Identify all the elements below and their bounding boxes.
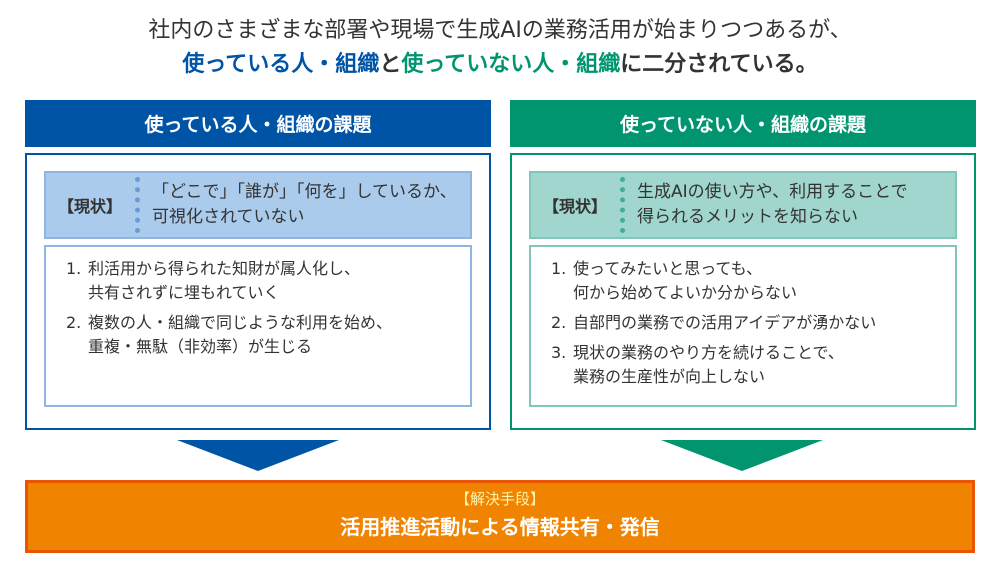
item-number: 2. <box>551 313 567 332</box>
item-number: 1. <box>551 259 567 278</box>
dotted-divider <box>620 177 625 233</box>
item-line: 業務の生産性が向上しない <box>573 367 766 386</box>
down-arrow-blue-icon <box>177 440 339 471</box>
solution-box: 【解決手段】 活用推進活動による情報共有・発信 <box>25 480 975 553</box>
item-line: 重複・無駄（非効率）が生じる <box>88 337 313 356</box>
item-line: 何から始めてよいか分からない <box>573 283 798 302</box>
solution-tag: 【解決手段】 <box>454 490 545 508</box>
status-text: 「どこで」「誰が」「何を」しているか、可視化されていない <box>152 180 457 230</box>
headline-end: に二分されている。 <box>620 52 818 77</box>
item-number: 2. <box>66 313 82 332</box>
list-item: 2. 自部門の業務での活用アイデアが湧かない <box>551 311 937 335</box>
headline: 社内のさまざまな部署や現場で生成AIの業務活用が始まりつつあるが、 使っている人… <box>0 14 1000 82</box>
status-text: 生成AIの使い方や、利用することで得られるメリットを知らない <box>637 180 908 230</box>
item-line: 使ってみたいと思っても、 <box>573 259 763 278</box>
item-number: 1. <box>66 259 82 278</box>
nonusers-title: 使っていない人・組織の課題 <box>510 100 976 147</box>
status-line: 可視化されていない <box>152 207 305 227</box>
status-tag: 【現状】 <box>58 197 123 216</box>
nonusers-issue-list: 1. 使ってみたいと思っても、何から始めてよいか分からない 2. 自部門の業務での活… <box>529 245 957 407</box>
headline-line2: 使っている人・組織と使っていない人・組織に二分されている。 <box>0 48 1000 82</box>
users-status: 【現状】 「どこで」「誰が」「何を」しているか、可視化されていない <box>44 171 472 239</box>
users-frame: 【現状】 「どこで」「誰が」「何を」しているか、可視化されていない 1. 利活用か… <box>25 153 491 430</box>
list-item: 2. 複数の人・組織で同じような利用を始め、重複・無駄（非効率）が生じる <box>66 311 452 359</box>
status-line: 生成AIの使い方や、利用することで <box>637 182 908 202</box>
solution-text: 活用推進活動による情報共有・発信 <box>340 515 660 539</box>
status-tag: 【現状】 <box>543 197 608 216</box>
item-line: 共有されずに埋もれていく <box>88 283 280 302</box>
list-item: 1. 使ってみたいと思っても、何から始めてよいか分からない <box>551 257 937 305</box>
item-line: 現状の業務のやり方を続けることで、 <box>573 343 844 362</box>
headline-users: 使っている人・組織 <box>182 52 380 77</box>
item-line: 利活用から得られた知財が属人化し、 <box>88 259 361 278</box>
nonusers-frame: 【現状】 生成AIの使い方や、利用することで得られるメリットを知らない 1. 使っ… <box>510 153 976 430</box>
users-issue-list: 1. 利活用から得られた知財が属人化し、共有されずに埋もれていく 2. 複数の人・組… <box>44 245 472 407</box>
users-column: 使っている人・組織の課題 【現状】 「どこで」「誰が」「何を」しているか、可視化… <box>25 100 491 430</box>
list-item: 1. 利活用から得られた知財が属人化し、共有されずに埋もれていく <box>66 257 452 305</box>
headline-and: と <box>379 52 402 77</box>
headline-line1: 社内のさまざまな部署や現場で生成AIの業務活用が始まりつつあるが、 <box>148 18 852 43</box>
status-line: 「どこで」「誰が」「何を」しているか、 <box>152 182 457 202</box>
item-line: 複数の人・組織で同じような利用を始め、 <box>88 313 393 332</box>
dotted-divider <box>135 177 140 233</box>
list-item: 3. 現状の業務のやり方を続けることで、業務の生産性が向上しない <box>551 341 937 389</box>
headline-nonusers: 使っていない人・組織 <box>401 52 621 77</box>
nonusers-status: 【現状】 生成AIの使い方や、利用することで得られるメリットを知らない <box>529 171 957 239</box>
users-title: 使っている人・組織の課題 <box>25 100 491 147</box>
status-line: 得られるメリットを知らない <box>637 207 858 227</box>
down-arrow-green-icon <box>661 440 823 471</box>
nonusers-column: 使っていない人・組織の課題 【現状】 生成AIの使い方や、利用することで得られる… <box>510 100 976 430</box>
item-line: 自部門の業務での活用アイデアが湧かない <box>573 313 877 332</box>
item-number: 3. <box>551 343 567 362</box>
